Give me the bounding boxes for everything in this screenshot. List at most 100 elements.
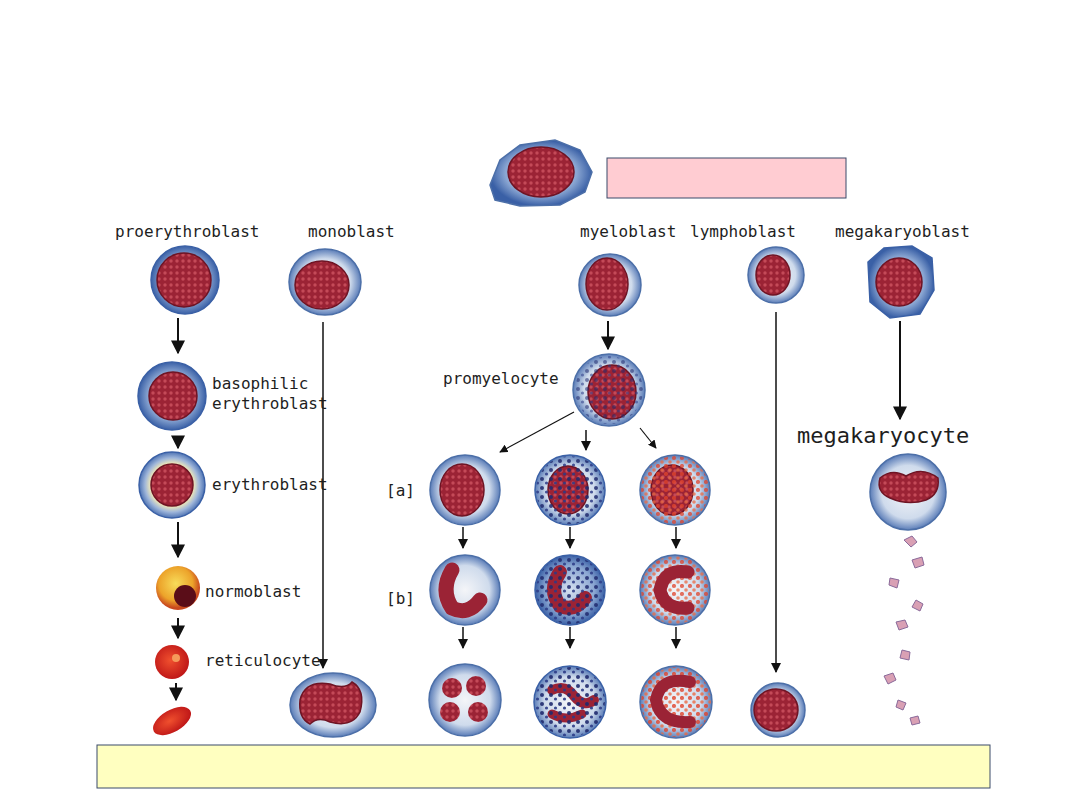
granules [575, 356, 643, 424]
cell-node: basophilic erythroblast [136, 356, 336, 434]
stem-cell [490, 140, 592, 206]
proerythroblast-cell [151, 246, 219, 314]
cell-label: megakaryocyte [797, 422, 969, 450]
eosinophil-cell [640, 666, 712, 738]
basophilic-erythroblast-cell [138, 362, 206, 430]
row-label: [a] [386, 481, 415, 501]
cell-label: lymphoblast [690, 222, 796, 242]
cell-label: megakaryoblast [835, 222, 970, 242]
granules [536, 456, 604, 524]
nucleus-lobe [442, 678, 462, 698]
platelet [896, 620, 908, 630]
cell-label: reticulocyte [205, 651, 321, 671]
maturation-arrow [177, 437, 179, 448]
cell-nucleus [756, 255, 790, 295]
platelet [889, 578, 899, 588]
myeloblast-cell [579, 254, 641, 316]
cell-nucleus [586, 258, 628, 310]
cell-label: normoblast [205, 582, 301, 602]
granules [641, 456, 709, 524]
megakaryoblast-cell [868, 246, 934, 318]
granules [536, 556, 604, 624]
cell-node: reticulocyte [150, 641, 325, 683]
cell-nucleus [295, 261, 349, 309]
promyelocyte-cell [573, 354, 645, 426]
cell-node: proerythroblast [110, 220, 265, 315]
maturation-arrow [177, 618, 179, 638]
cell-node: megakaryoblast [832, 220, 982, 318]
megakaryocyte-cell [870, 454, 946, 530]
cell-label: basophilic erythroblast [212, 374, 332, 414]
cell-node: normoblast [152, 560, 312, 615]
cell-nucleus [876, 258, 922, 306]
arrow [569, 527, 571, 548]
reticulum-spot [172, 654, 180, 662]
cell-nucleus [149, 372, 197, 420]
nucleus-lobe [468, 702, 488, 722]
cell-nucleus [174, 585, 196, 607]
cell-nucleus [446, 570, 480, 611]
maturation-arrow [607, 321, 609, 349]
cell-node: megakaryocyte [795, 422, 985, 532]
lymphocyte-cell [751, 683, 805, 737]
cell-nucleus [508, 147, 574, 197]
neutrophil-myelocyte [430, 455, 500, 525]
cell-nucleus [440, 464, 484, 516]
platelet [910, 716, 920, 725]
cell-nucleus [879, 471, 938, 502]
cell-label: proerythroblast [115, 222, 260, 242]
cell-node: erythroblast [136, 451, 332, 519]
eosinophil-myelocyte [640, 455, 710, 525]
arrow [175, 683, 177, 700]
empty-yellow-box [97, 745, 990, 788]
arrow [500, 412, 574, 452]
arrow [585, 430, 587, 450]
arrow [675, 627, 677, 648]
cell-nucleus [300, 682, 362, 724]
erythrocyte-cell [148, 701, 195, 741]
cell-nucleus [754, 689, 798, 731]
platelet [904, 536, 917, 547]
arrow [775, 312, 777, 672]
cell-nucleus [151, 464, 193, 506]
eosinophil-metamyelocyte [640, 555, 710, 625]
cell-label: erythroblast [212, 475, 328, 495]
cell-nucleus [157, 253, 211, 307]
nucleus-lobe [440, 702, 460, 722]
cell-node: monoblast [285, 220, 410, 317]
granules [535, 667, 605, 737]
cell-node: lymphoblast [688, 220, 833, 305]
platelet [884, 673, 896, 684]
arrow [569, 627, 571, 648]
arrow [640, 428, 656, 448]
platelet [912, 600, 923, 611]
basophil-cell [534, 666, 606, 738]
nucleus-lobe [466, 676, 486, 696]
empty-pink-box [607, 158, 846, 198]
arrow [462, 527, 464, 548]
granules [641, 667, 711, 737]
cell-node: promyelocyte [440, 352, 650, 430]
normoblast-cell [156, 566, 200, 610]
platelet [900, 650, 910, 660]
arrow [322, 322, 324, 668]
erythroblast-cell [139, 452, 205, 518]
lymphoblast-cell [748, 247, 804, 303]
basophil-metamyelocyte [535, 555, 605, 625]
maturation-arrow [899, 321, 901, 419]
reticulocyte-cell [155, 645, 189, 679]
granules [641, 556, 709, 624]
cell-label: promyelocyte [443, 369, 559, 389]
cell-nucleus [656, 681, 690, 722]
row-label: [b] [386, 589, 415, 609]
maturation-arrow [177, 522, 179, 557]
neutrophil-metamyelocyte [430, 555, 500, 625]
cell-label: myeloblast [580, 222, 676, 242]
cell-label: monoblast [308, 222, 395, 242]
monocyte-cell [290, 673, 376, 737]
maturation-arrow [177, 318, 179, 353]
neutrophil-cell [429, 664, 501, 736]
